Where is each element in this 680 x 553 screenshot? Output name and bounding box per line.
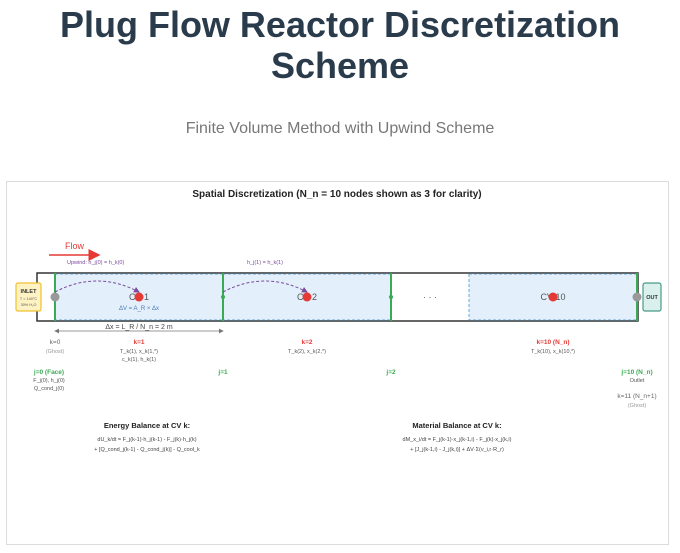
face-j2-dot — [389, 295, 393, 299]
material-eq2: + [J_j(k-1,i) - J_j(k,i)] + ΔV·Σ(ν_i,r·R… — [410, 447, 504, 453]
k0-sub: (Ghost) — [46, 349, 65, 355]
k10-line1: T_k(10), x_k(10,*) — [531, 349, 575, 355]
k1-line1: T_k(1), x_k(1,*) — [120, 349, 158, 355]
inlet-temp: T = 140°C — [20, 297, 37, 301]
j0-line1: F_j(0), h_j(0) — [33, 378, 65, 384]
inlet-box — [15, 282, 42, 312]
energy-eq1: dU_k/dt = F_j(k-1)·h_j(k-1) - F_j(k)·h_j… — [97, 437, 196, 443]
material-heading: Material Balance at CV k: — [412, 421, 501, 430]
k2-name: k=2 — [301, 339, 312, 346]
upwind-label-2: h_j(1) = h_k(1) — [247, 260, 283, 266]
ghost-node-k0 — [50, 292, 60, 302]
k1-name: k=1 — [133, 339, 144, 346]
face-j1-dot — [221, 295, 225, 299]
k11-name: k=11 (N_n+1) — [617, 393, 656, 400]
outlet-box — [642, 282, 662, 312]
k11-sub: (Ghost) — [628, 403, 647, 409]
outlet-label: OUT — [646, 295, 658, 301]
inlet-comp: 30% H₂O — [21, 303, 37, 307]
energy-eq2: + [Q_cond_j(k-1) - Q_cond_j(k)] - Q_cool… — [94, 447, 200, 453]
page-subtitle: Finite Volume Method with Upwind Scheme — [185, 120, 495, 137]
diagram-panel: Spatial Discretization (N_n = 10 nodes s… — [6, 181, 669, 545]
node-k1 — [134, 292, 144, 302]
j0-name: j=0 (Face) — [33, 369, 64, 376]
ellipsis: · · · — [423, 292, 437, 302]
k2-line1: T_k(2), x_k(2,*) — [288, 349, 326, 355]
page-title-line1: Plug Flow Reactor Discretization — [59, 4, 621, 45]
j0-line2: Q_cond_j(0) — [34, 386, 64, 392]
page-title-line2: Scheme — [270, 45, 410, 86]
node-k10 — [548, 292, 558, 302]
dx-label: Δx = L_R / N_n = 2 m — [105, 324, 172, 331]
k10-name: k=10 (N_n) — [536, 339, 569, 346]
discretization-diagram: Spatial Discretization (N_n = 10 nodes s… — [15, 189, 662, 453]
page-title: Plug Flow Reactor Discretization Scheme — [0, 4, 680, 86]
energy-heading: Energy Balance at CV k: — [104, 421, 190, 430]
upwind-label: Upwind: h_j(0) = h_k(0) — [67, 260, 124, 266]
k1-line2: c_k(1), h_k(1) — [122, 357, 156, 363]
j10-line1: Outlet — [630, 378, 645, 384]
k0-name: k=0 — [50, 339, 61, 346]
dv-label: ΔV = A_R × Δx — [119, 306, 159, 312]
j10-name: j=10 (N_n) — [620, 369, 652, 376]
ghost-node-k11 — [632, 292, 642, 302]
inlet-label: INLET — [21, 289, 38, 295]
j2-name: j=2 — [385, 369, 396, 376]
node-k2 — [302, 292, 312, 302]
flow-label: Flow — [65, 241, 85, 251]
diagram-heading: Spatial Discretization (N_n = 10 nodes s… — [192, 189, 481, 200]
material-eq1: dM_x_i/dt = F_j(k-1)·x_j(k-1,i) - F_j(k)… — [403, 437, 512, 443]
j1-name: j=1 — [217, 369, 228, 376]
